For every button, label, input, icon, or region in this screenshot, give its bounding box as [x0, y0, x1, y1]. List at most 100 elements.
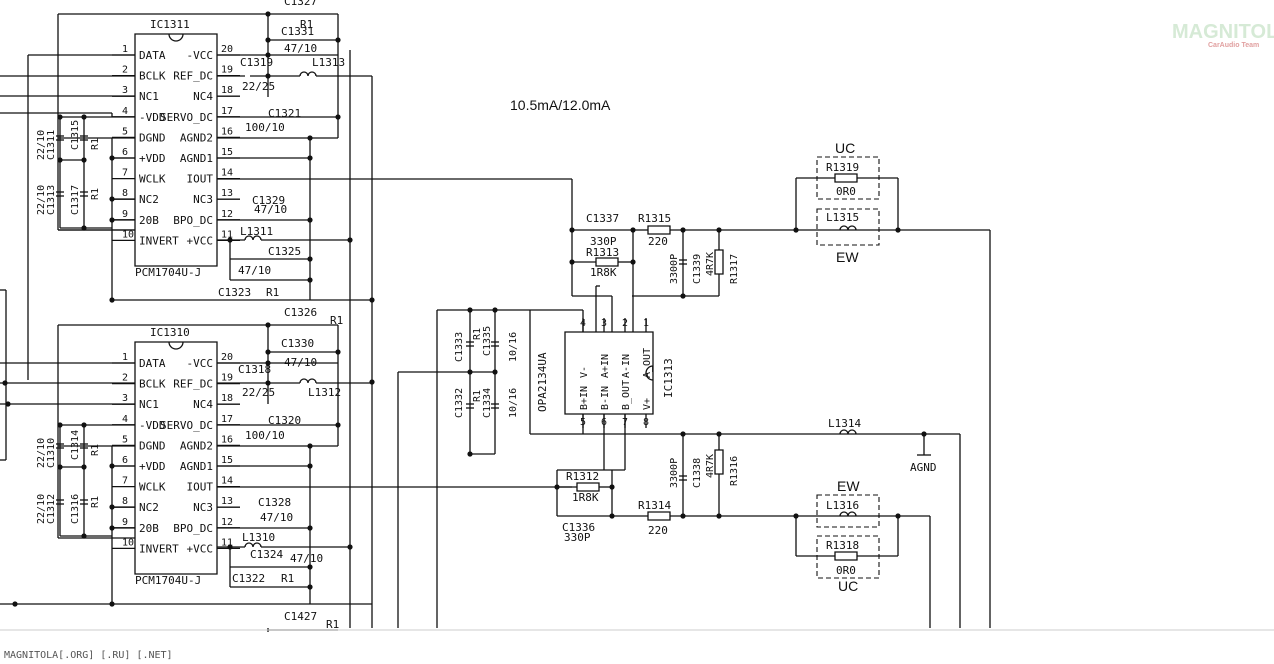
c1337-value: 330P	[590, 235, 617, 248]
pin-name: A-IN	[621, 354, 632, 378]
ic1310-ref: IC1310	[150, 326, 190, 339]
l1311-inductor	[245, 236, 261, 240]
c1316-label: C1316	[70, 494, 81, 524]
junction	[307, 217, 313, 223]
junction	[335, 349, 341, 355]
junction	[265, 322, 271, 328]
ic1313-ref: IC1313	[662, 358, 675, 398]
junction	[554, 484, 560, 490]
r1314-label: R1314	[638, 499, 671, 512]
junction	[265, 360, 271, 366]
ic1313-body	[565, 332, 653, 414]
c1319-label: C1319	[240, 56, 273, 69]
r1317-value: 4R7K	[705, 252, 716, 276]
pin-name: -VDD	[139, 111, 166, 124]
pin-name: BCLK	[139, 70, 166, 83]
r1319-label: R1319	[826, 161, 859, 174]
pin-number: 11	[221, 229, 233, 240]
r1-label: R1	[472, 390, 483, 402]
junction	[109, 463, 115, 469]
c1315-label: C1315	[70, 120, 81, 150]
pin-number: 9	[122, 209, 128, 220]
pin-number: 19	[221, 65, 233, 76]
pin-name: NC3	[193, 193, 213, 206]
c1336-value: 330P	[564, 531, 591, 544]
pin-name: REF_DC	[173, 378, 213, 391]
r1314-value: 220	[648, 524, 668, 537]
c1328-value: 47/10	[260, 511, 293, 524]
r1318-label: R1318	[826, 539, 859, 552]
junction	[307, 584, 313, 590]
pin-name: INVERT	[139, 542, 179, 555]
c1338-value: 3300P	[669, 458, 680, 488]
pin-number: 16	[221, 434, 233, 445]
pin-name: INVERT	[139, 234, 179, 247]
pin-number: 2	[622, 318, 628, 329]
pin-name: BPO_DC	[173, 214, 213, 227]
pin-number: 18	[221, 85, 233, 96]
junction	[81, 422, 87, 428]
pin-name: AGND1	[180, 152, 213, 165]
uc-bottom-box	[817, 536, 879, 578]
footer-text: MAGNITOLA[.ORG] [.RU] [.NET]	[4, 650, 173, 661]
ic1310-body	[135, 342, 217, 574]
r1-label: R1	[90, 138, 101, 150]
c1332-label: C1332	[454, 388, 465, 418]
agnd-label: AGND	[910, 461, 937, 474]
junction	[492, 369, 498, 375]
r1313-label: R1313	[586, 246, 619, 259]
pin-number: 7	[122, 168, 128, 179]
junction	[109, 504, 115, 510]
c1427-label: C1427	[284, 610, 317, 623]
uc-top-label: UC	[835, 140, 855, 156]
junction	[109, 217, 115, 223]
c1326-label: C1326	[284, 306, 317, 319]
pin-name: +VDD	[139, 460, 166, 473]
pin-number: 6	[122, 147, 128, 158]
pin-name: NC2	[139, 193, 159, 206]
r1316-resistor	[715, 450, 723, 474]
pin-number: 1	[643, 318, 649, 329]
junction	[467, 307, 473, 313]
pin-number: 16	[221, 126, 233, 137]
junction	[2, 380, 8, 386]
c1313-value: 22/10	[36, 185, 47, 215]
pin-number: 14	[221, 168, 233, 179]
c1327-label: C1327	[284, 0, 317, 8]
pin-number: 17	[221, 414, 233, 425]
junction	[81, 114, 87, 120]
pin-name: REF_DC	[173, 70, 213, 83]
pin-number: 1	[122, 352, 128, 363]
c1317-label: C1317	[70, 185, 81, 215]
c1328-label: C1328	[258, 496, 291, 509]
junction	[793, 227, 799, 233]
pin-number: 6	[122, 455, 128, 466]
junction	[265, 380, 271, 386]
pin-number: 3	[601, 318, 607, 329]
junction	[335, 114, 341, 120]
r1-label: R1	[90, 444, 101, 456]
ic1310-right-pins: 20-VCC19REF_DC18NC417SERVO_DC16AGND215AG…	[160, 352, 240, 555]
c1311-value: 22/10	[36, 130, 47, 160]
pin-name: SERVO_DC	[160, 419, 213, 432]
pin-number: 4	[122, 106, 128, 117]
l1312-label: L1312	[308, 386, 341, 399]
junction	[895, 227, 901, 233]
uc-top-box	[817, 157, 879, 199]
c1338-label: C1338	[692, 458, 703, 488]
c1318-value: 22/25	[242, 386, 275, 399]
watermark-brand: MAGNITOLA	[1172, 21, 1274, 43]
junction	[81, 464, 87, 470]
pin-number: 10	[122, 537, 134, 548]
junction	[680, 293, 686, 299]
pin-name: DGND	[139, 439, 166, 452]
r1316-label: R1316	[729, 456, 740, 486]
c1335-value: 10/16	[508, 332, 519, 362]
pin-number: 3	[122, 85, 128, 96]
pin-number: 5	[122, 434, 128, 445]
pin-name: B_OUT	[621, 380, 632, 410]
junction	[793, 513, 799, 519]
junction	[109, 297, 115, 303]
